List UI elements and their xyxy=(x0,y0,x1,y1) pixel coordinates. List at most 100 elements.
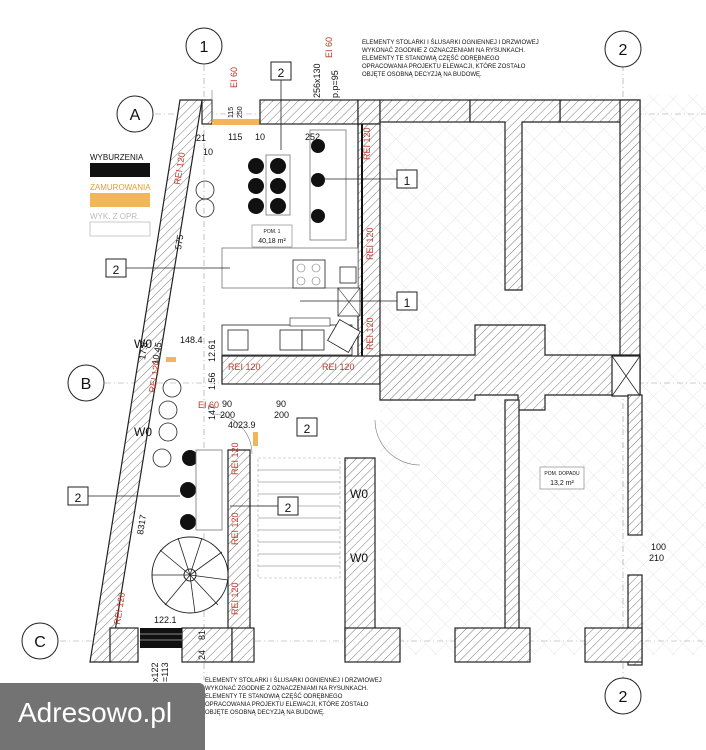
watermark: Adresowo.pl xyxy=(0,683,205,750)
wall-bottom-left-2 xyxy=(181,627,233,663)
callout-2-low-left: 2 xyxy=(67,486,180,506)
svg-text:OBJĘTE OSOBNĄ DECYZJĄ NA BUDOW: OBJĘTE OSOBNĄ DECYZJĄ NA BUDOWĘ. xyxy=(362,72,482,78)
svg-text:115: 115 xyxy=(228,107,235,118)
svg-text:2: 2 xyxy=(278,66,285,80)
svg-text:WYKONAĆ ZGODNIE Z OZNACZENIAMI: WYKONAĆ ZGODNIE Z OZNACZENIAMI NA RYSUNK… xyxy=(362,47,525,54)
svg-text:REI 120: REI 120 xyxy=(322,362,355,372)
bricked-top xyxy=(212,119,260,125)
door-swing-2 xyxy=(374,419,421,466)
svg-text:1.56: 1.56 xyxy=(207,372,217,390)
callout-1-a: 1 xyxy=(325,169,418,189)
table-group-4 xyxy=(248,154,291,216)
svg-text:=113: =113 xyxy=(160,662,170,682)
callout-1-b: 1 xyxy=(300,291,418,311)
legend-demolition-swatch xyxy=(90,163,150,177)
watermark-text: Adresowo.pl xyxy=(18,697,173,728)
wall-top-corner xyxy=(357,99,381,125)
svg-text:40,18 m²: 40,18 m² xyxy=(258,238,286,245)
bar-stools xyxy=(309,129,347,241)
note-top: ELEMENTY STOLARKI I ŚLUSARKI OGNIENNEJ I… xyxy=(362,38,539,78)
column-t-top xyxy=(469,99,561,291)
grid-bubble-2-bottom: 2 xyxy=(604,677,642,715)
svg-text:1: 1 xyxy=(404,296,411,310)
svg-text:200: 200 xyxy=(220,410,235,420)
wall-top-segment xyxy=(259,99,359,125)
svg-text:2: 2 xyxy=(304,422,311,436)
wall-top-stub-1 xyxy=(201,99,213,125)
svg-text:17.8: 17.8 xyxy=(137,341,150,360)
round-tables-top xyxy=(195,180,215,218)
svg-text:ELEMENTY STOLARKI I ŚLUSARKI O: ELEMENTY STOLARKI I ŚLUSARKI OGNIENNEJ I… xyxy=(362,38,539,46)
dimensions: 256x130 p.p=95 115 250 115 10 21 10 252 … xyxy=(135,63,666,682)
wall-bottom-mid xyxy=(344,627,401,663)
svg-text:250: 250 xyxy=(237,106,244,118)
grid-bubble-c: C xyxy=(21,622,59,660)
svg-text:ZAMUROWANIA: ZAMUROWANIA xyxy=(90,183,151,192)
staircase xyxy=(257,457,341,579)
svg-text:256x130: 256x130 xyxy=(312,63,322,98)
svg-text:A: A xyxy=(130,107,141,124)
svg-text:200: 200 xyxy=(274,410,289,420)
wall-right-upper xyxy=(619,99,641,381)
svg-text:147: 147 xyxy=(207,405,217,420)
svg-text:x122: x122 xyxy=(150,662,160,682)
svg-text:81: 81 xyxy=(197,630,207,640)
wall-b-right xyxy=(379,324,641,411)
svg-text:1: 1 xyxy=(200,39,209,56)
svg-text:115: 115 xyxy=(228,132,242,142)
svg-text:13,2 m²: 13,2 m² xyxy=(550,480,574,487)
svg-text:REI 120: REI 120 xyxy=(365,317,375,350)
svg-text:W0: W0 xyxy=(350,551,368,565)
svg-text:2: 2 xyxy=(619,689,628,706)
svg-text:90: 90 xyxy=(276,399,286,409)
svg-text:100: 100 xyxy=(651,542,666,552)
svg-text:10.45: 10.45 xyxy=(150,341,163,365)
svg-text:C: C xyxy=(34,634,46,651)
svg-text:575: 575 xyxy=(173,234,185,250)
svg-text:W0: W0 xyxy=(134,425,152,439)
grid-bubble-b: B xyxy=(67,364,105,402)
svg-text:ELEMENTY STOLARKI I ŚLUSARKI O: ELEMENTY STOLARKI I ŚLUSARKI OGNIENNEJ I… xyxy=(205,676,382,684)
wall-bottom-left xyxy=(109,627,139,663)
bar-counter xyxy=(221,247,359,289)
svg-text:1: 1 xyxy=(404,174,411,188)
svg-text:122.1: 122.1 xyxy=(154,615,177,625)
door-swing-1 xyxy=(211,413,253,455)
svg-text:POM. 1: POM. 1 xyxy=(264,229,281,235)
svg-text:210: 210 xyxy=(649,553,664,563)
svg-text:2: 2 xyxy=(619,42,628,59)
svg-text:ELEMENTY TE STANOWIĄ CZĘŚĆ ODR: ELEMENTY TE STANOWIĄ CZĘŚĆ ODRĘBNEGO xyxy=(362,54,500,62)
entrance-step xyxy=(140,628,182,648)
svg-text:WYKONAĆ ZGODNIE Z OZNACZENIAMI: WYKONAĆ ZGODNIE Z OZNACZENIAMI NA RYSUNK… xyxy=(205,685,368,692)
svg-text:p.p=95: p.p=95 xyxy=(330,70,340,98)
room-pom-right: POM. DOPADU 13,2 m² xyxy=(539,466,585,490)
callout-2-left: 2 xyxy=(105,258,230,278)
round-tables-mid xyxy=(152,378,223,531)
svg-text:EI 60: EI 60 xyxy=(198,400,219,410)
svg-text:12.61: 12.61 xyxy=(207,339,217,362)
callout-2-mid: 2 xyxy=(296,417,318,437)
svg-text:252: 252 xyxy=(305,132,320,142)
room-pom1: POM. 1 40,18 m² xyxy=(251,224,293,248)
svg-text:POM. DOPADU: POM. DOPADU xyxy=(544,471,580,477)
svg-text:REI 120: REI 120 xyxy=(230,442,240,475)
sink xyxy=(339,266,357,284)
svg-text:10: 10 xyxy=(203,147,213,157)
wall-top-right-1 xyxy=(379,99,471,123)
svg-text:W0: W0 xyxy=(350,487,368,501)
bricked-window xyxy=(166,357,176,362)
wall-bottom-stair xyxy=(231,627,255,663)
svg-text:B: B xyxy=(81,376,92,393)
wall-stair-right xyxy=(344,457,376,659)
svg-text:REI 120: REI 120 xyxy=(230,512,240,545)
svg-text:2: 2 xyxy=(113,263,120,277)
callout-2-top: 2 xyxy=(270,61,292,150)
wall-lower-mid xyxy=(504,399,520,631)
svg-text:REI 120: REI 120 xyxy=(230,582,240,615)
note-bottom: ELEMENTY STOLARKI I ŚLUSARKI OGNIENNEJ I… xyxy=(205,676,382,716)
legend-other-swatch xyxy=(89,221,151,237)
svg-text:8317: 8317 xyxy=(135,514,148,535)
svg-text:REI 120: REI 120 xyxy=(228,362,261,372)
svg-text:OPRACOWANIA PROJEKTU ELEWACJI,: OPRACOWANIA PROJEKTU ELEWACJI, KTÓRE ZOS… xyxy=(362,63,526,70)
